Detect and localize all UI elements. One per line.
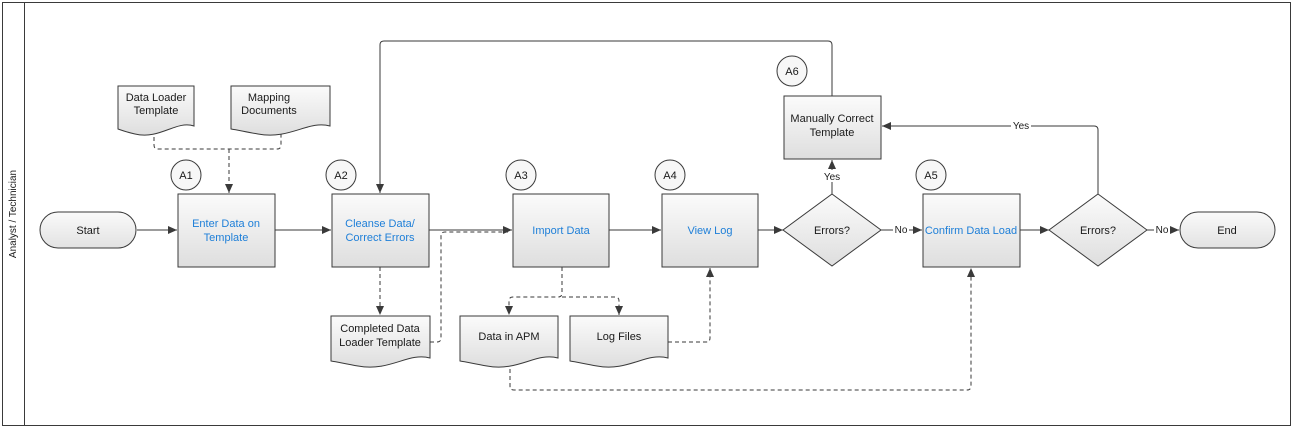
edge-label-bg-yes-up <box>823 170 841 182</box>
badge-a4-label: A4 <box>663 170 676 182</box>
end-label: End <box>1217 225 1237 237</box>
decision-errors-1-label: Errors? <box>814 225 850 237</box>
doc-completed-template: Completed Data Loader Template <box>330 315 431 368</box>
badge-a5: A5 <box>915 159 947 191</box>
doc-data-in-apm: Data in APM <box>459 315 559 368</box>
edge-label-no-1: No <box>895 225 908 236</box>
connector-a6-a2 <box>376 40 833 193</box>
badge-a6-label: A6 <box>785 66 798 78</box>
step-a1-label-line1[interactable]: Enter Data on <box>192 218 260 230</box>
step-a2-label-line2[interactable]: Correct Errors <box>345 232 415 244</box>
doc-log-files: Log Files <box>569 315 669 368</box>
badge-a6: A6 <box>776 55 808 87</box>
step-a1[interactable]: Enter Data on Template <box>177 193 276 268</box>
doc-mapping-documents: Mapping Documents <box>230 85 331 136</box>
doc-data-loader-template: Data Loader Template <box>117 85 195 136</box>
edge-label-bg-no-1 <box>893 224 909 236</box>
edge-label-bg-no-2 <box>1154 224 1170 236</box>
badge-a4: A4 <box>654 159 686 191</box>
step-a1-label-line2[interactable]: Template <box>204 232 249 244</box>
connector-errors2-a6 <box>882 122 1099 194</box>
connector-logfiles-a4 <box>668 268 714 343</box>
edge-label-no-2: No <box>1156 225 1169 236</box>
step-a3-label[interactable]: Import Data <box>532 225 590 237</box>
doc-mapping-documents-line1: Mapping <box>248 92 290 104</box>
connector-templates-a1 <box>153 130 282 150</box>
start-label: Start <box>76 225 99 237</box>
badge-a1-label: A1 <box>179 170 192 182</box>
badge-a3: A3 <box>505 159 537 191</box>
doc-completed-template-line2: Loader Template <box>339 337 421 349</box>
decision-errors-2: Errors? <box>1048 193 1148 267</box>
step-a6-label-line2: Template <box>810 127 855 139</box>
step-a2-label-line1[interactable]: Cleanse Data/ <box>345 218 416 230</box>
step-a4-label[interactable]: View Log <box>687 225 732 237</box>
doc-completed-template-line1: Completed Data <box>340 323 420 335</box>
step-a4[interactable]: View Log <box>661 193 759 268</box>
doc-data-loader-template-line1: Data Loader <box>126 92 187 104</box>
badge-a2-label: A2 <box>334 170 347 182</box>
badge-a3-label: A3 <box>514 170 527 182</box>
step-a5-label[interactable]: Confirm Data Load <box>925 225 1017 237</box>
decision-errors-2-label: Errors? <box>1080 225 1116 237</box>
edge-label-bg-yes-back <box>1011 120 1031 132</box>
connector-a3-logfiles <box>562 296 623 315</box>
step-a6: Manually Correct Template <box>783 95 882 160</box>
badge-a5-label: A5 <box>924 170 937 182</box>
connector-completed-a3 <box>430 231 508 343</box>
doc-data-in-apm-label: Data in APM <box>478 331 539 343</box>
doc-data-loader-template-line2: Template <box>134 105 179 117</box>
edge-label-yes-up: Yes <box>824 172 840 183</box>
step-a2[interactable]: Cleanse Data/ Correct Errors <box>331 193 430 268</box>
doc-mapping-documents-line2: Documents <box>241 105 297 117</box>
start-terminator: Start <box>39 211 137 249</box>
step-a6-label-line1: Manually Correct <box>790 113 873 125</box>
badge-a1: A1 <box>170 159 202 191</box>
decision-errors-1: Errors? <box>782 193 882 267</box>
edge-label-yes-back: Yes <box>1013 121 1029 132</box>
end-terminator: End <box>1179 211 1276 249</box>
badge-a2: A2 <box>325 159 357 191</box>
connector-a3-outputs <box>505 267 563 315</box>
doc-log-files-label: Log Files <box>597 331 642 343</box>
swimlane-label: Analyst / Technician <box>8 170 19 258</box>
step-a3[interactable]: Import Data <box>512 193 610 268</box>
step-a5[interactable]: Confirm Data Load <box>922 193 1021 268</box>
